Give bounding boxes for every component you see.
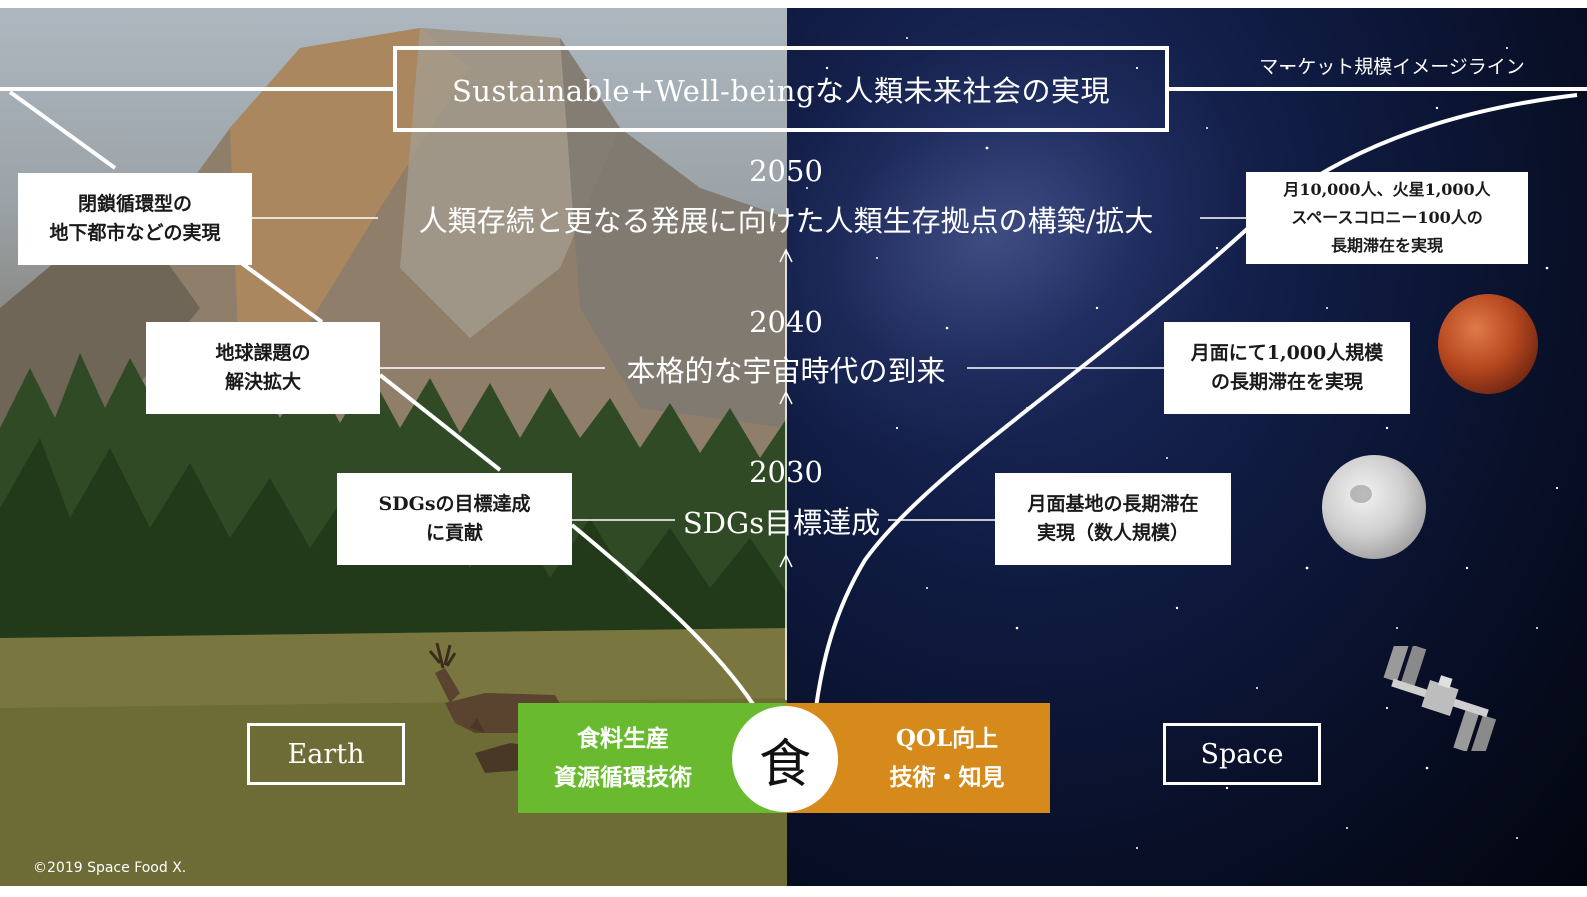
space-goal-2050-line3: 長期滞在を実現 (1330, 236, 1443, 255)
earth-goal-2040-line1: 地球課題の (215, 341, 311, 364)
vision-title: Sustainable+Well-beingな人類未来社会の実現 (451, 74, 1111, 108)
year-2050: 2050 (749, 154, 823, 188)
space-goal-2030-line1: 月面基地の長期滞在 (1027, 492, 1199, 515)
space-goal-2040-line1: 月面にて1,000人規模 (1190, 341, 1384, 364)
earth-label: Earth (247, 723, 405, 785)
food-right-line1: QOL向上 (895, 724, 999, 752)
earth-goal-2030: SDGsの目標達成 に貢献 (337, 473, 572, 565)
earth-goal-2030-line2: に貢献 (425, 522, 483, 544)
space-goal-2040: 月面にて1,000人規模 の長期滞在を実現 (1164, 322, 1410, 414)
space-goal-2050-line2: スペースコロニー100人の (1291, 208, 1483, 227)
milestone-2050: 人類存続と更なる発展に向けた人類生存拠点の構築/拡大 (418, 204, 1154, 238)
food-right-line2: 技術・知見 (889, 764, 1005, 791)
space-station-icon (1383, 646, 1497, 751)
milestone-2030: SDGs目標達成 (682, 506, 881, 540)
earth-goal-2030-line1: SDGsの目標達成 (378, 492, 531, 515)
earth-goal-2040-line2: 解決拡大 (224, 371, 301, 393)
space-goal-2050-line1: 月10,000人、火星1,000人 (1283, 180, 1491, 199)
space-label: Space (1163, 723, 1321, 785)
year-2040: 2040 (749, 305, 823, 339)
year-2030: 2030 (749, 455, 823, 489)
moon-planet (1322, 455, 1426, 559)
food-core-circle: 食 (732, 706, 838, 812)
earth-goal-2050-line1: 閉鎖循環型の (77, 192, 192, 215)
earth-goal-2040: 地球課題の 解決拡大 (146, 322, 380, 414)
vision-title-frame: Sustainable+Well-beingな人類未来社会の実現 (393, 46, 1169, 132)
space-goal-2040-line2: の長期滞在を実現 (1210, 371, 1363, 393)
earth-goal-2050: 閉鎖循環型の 地下都市などの実現 (18, 173, 252, 265)
food-left-line2: 資源循環技術 (554, 764, 692, 791)
space-goal-2030-line2: 実現（数人規模） (1036, 522, 1189, 544)
space-goal-2030: 月面基地の長期滞在 実現（数人規模） (995, 473, 1231, 565)
mars-planet (1438, 294, 1538, 394)
space-goal-2050: 月10,000人、火星1,000人 スペースコロニー100人の 長期滞在を実現 (1246, 172, 1528, 264)
market-size-line-label: マーケット規模イメージライン (1259, 56, 1525, 78)
milestone-2040: 本格的な宇宙時代の到来 (626, 354, 946, 388)
copyright-notice: ©2019 Space Food X. (33, 860, 187, 876)
earth-goal-2050-line2: 地下都市などの実現 (49, 222, 221, 244)
food-left-line1: 食料生産 (577, 724, 669, 752)
